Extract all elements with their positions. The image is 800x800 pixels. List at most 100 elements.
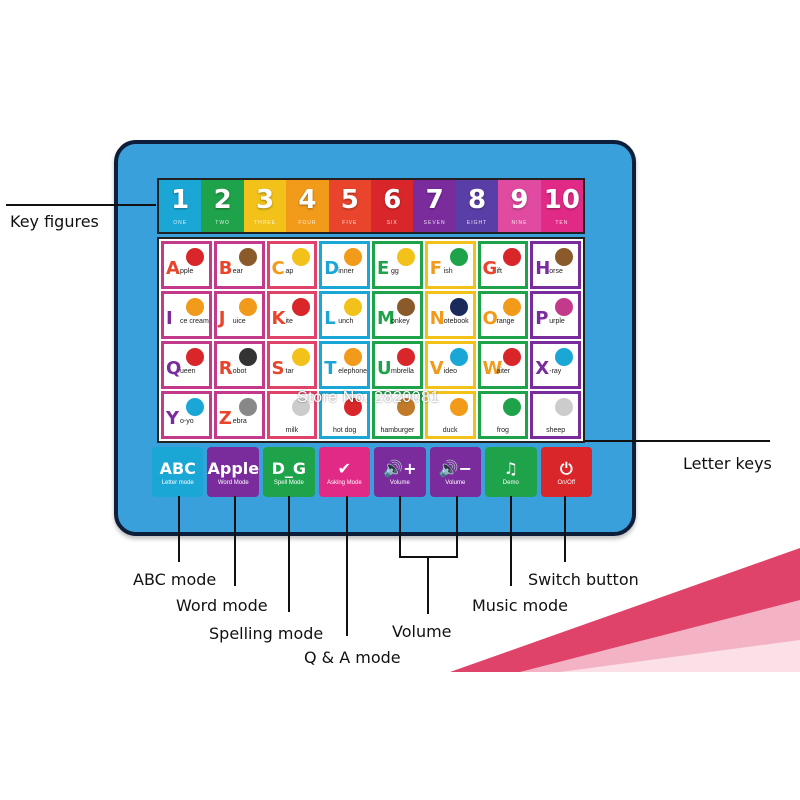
letter-key-word-rest: pple — [180, 268, 194, 275]
mode-button-label: Volume — [445, 479, 466, 486]
number-key-word: FIVE — [342, 220, 358, 226]
letter-key-initial: U — [377, 358, 392, 379]
label-volume: Volume — [392, 622, 452, 641]
number-key-digit: 7 — [425, 185, 444, 215]
letter-key-initial: T — [324, 358, 337, 379]
letter-key[interactable]: X-ray — [530, 341, 581, 389]
power-switch-button[interactable]: ⏻On/Off — [540, 447, 593, 497]
letter-key-word-rest: ear — [232, 268, 243, 275]
demo-music-button[interactable]: ♫Demo — [485, 447, 537, 497]
letter-key-word-rest: inner — [338, 268, 354, 275]
letter-key[interactable]: frog — [477, 391, 529, 439]
mode-button-label: On/Off — [557, 479, 576, 486]
callout-line-volume-stem — [427, 556, 429, 614]
letter-key-initial: Q — [166, 358, 182, 379]
callout-line-volume-plus — [399, 496, 401, 558]
number-key-word: TEN — [555, 220, 569, 226]
label-key-figures: Key figures — [10, 212, 99, 231]
letter-key-word-rest: o-yo — [180, 418, 194, 425]
letter-key-picture-icon — [186, 398, 204, 416]
letter-key-word: hamburger — [380, 427, 415, 434]
letter-key-initial: S — [271, 358, 285, 379]
callout-line-volume-minus — [456, 496, 458, 558]
letter-key-word-rest: ite — [285, 318, 293, 325]
letter-key-initial: M — [377, 308, 395, 329]
callout-line-music — [510, 496, 512, 586]
letter-key-initial: C — [271, 258, 285, 279]
volume-down-button[interactable]: 🔊−Volume — [429, 447, 482, 497]
letter-key-picture-icon — [449, 348, 468, 366]
mode-button-label: Word Mode — [217, 479, 249, 486]
letter-key[interactable]: milk — [266, 391, 318, 439]
letter-key-picture-icon — [344, 298, 363, 316]
letter-key-picture-icon — [555, 398, 574, 416]
letter-key-picture-icon — [344, 248, 363, 266]
number-key-digit: 8 — [468, 185, 487, 215]
letter-key-word-rest: ift — [496, 268, 502, 275]
letter-key-word-rest: ap — [285, 268, 294, 275]
volume-up-icon: 🔊+ — [383, 458, 417, 478]
mode-button-label: Demo — [502, 479, 519, 486]
letter-key-word: frog — [496, 427, 509, 434]
letter-key-word-rest: uice — [232, 318, 246, 325]
letter-key[interactable]: duck — [424, 391, 476, 439]
letter-key[interactable]: hot dog — [319, 391, 370, 439]
word-mode-icon: Apple — [207, 458, 260, 478]
letter-key-initial: N — [429, 308, 445, 329]
volume-up-button[interactable]: 🔊+Volume — [374, 447, 426, 497]
letter-key-word-rest: ish — [443, 268, 453, 275]
letter-key[interactable]: sheep — [530, 391, 581, 439]
letter-key-initial: I — [166, 308, 173, 329]
callout-line-abc — [178, 496, 180, 562]
letter-key-picture-icon — [344, 348, 363, 366]
asking-mode-button[interactable]: ✔Asking Mode — [318, 447, 371, 497]
number-key-word: ONE — [173, 220, 188, 226]
number-key-digit: 5 — [340, 185, 359, 215]
letter-key-picture-icon — [397, 348, 415, 366]
number-key-digit: 1 — [171, 185, 190, 215]
letter-key-picture-icon — [291, 298, 310, 316]
letter-key-picture-icon — [344, 398, 363, 416]
letter-key-picture-icon — [291, 348, 310, 366]
letter-key[interactable]: hamburger — [372, 391, 423, 439]
